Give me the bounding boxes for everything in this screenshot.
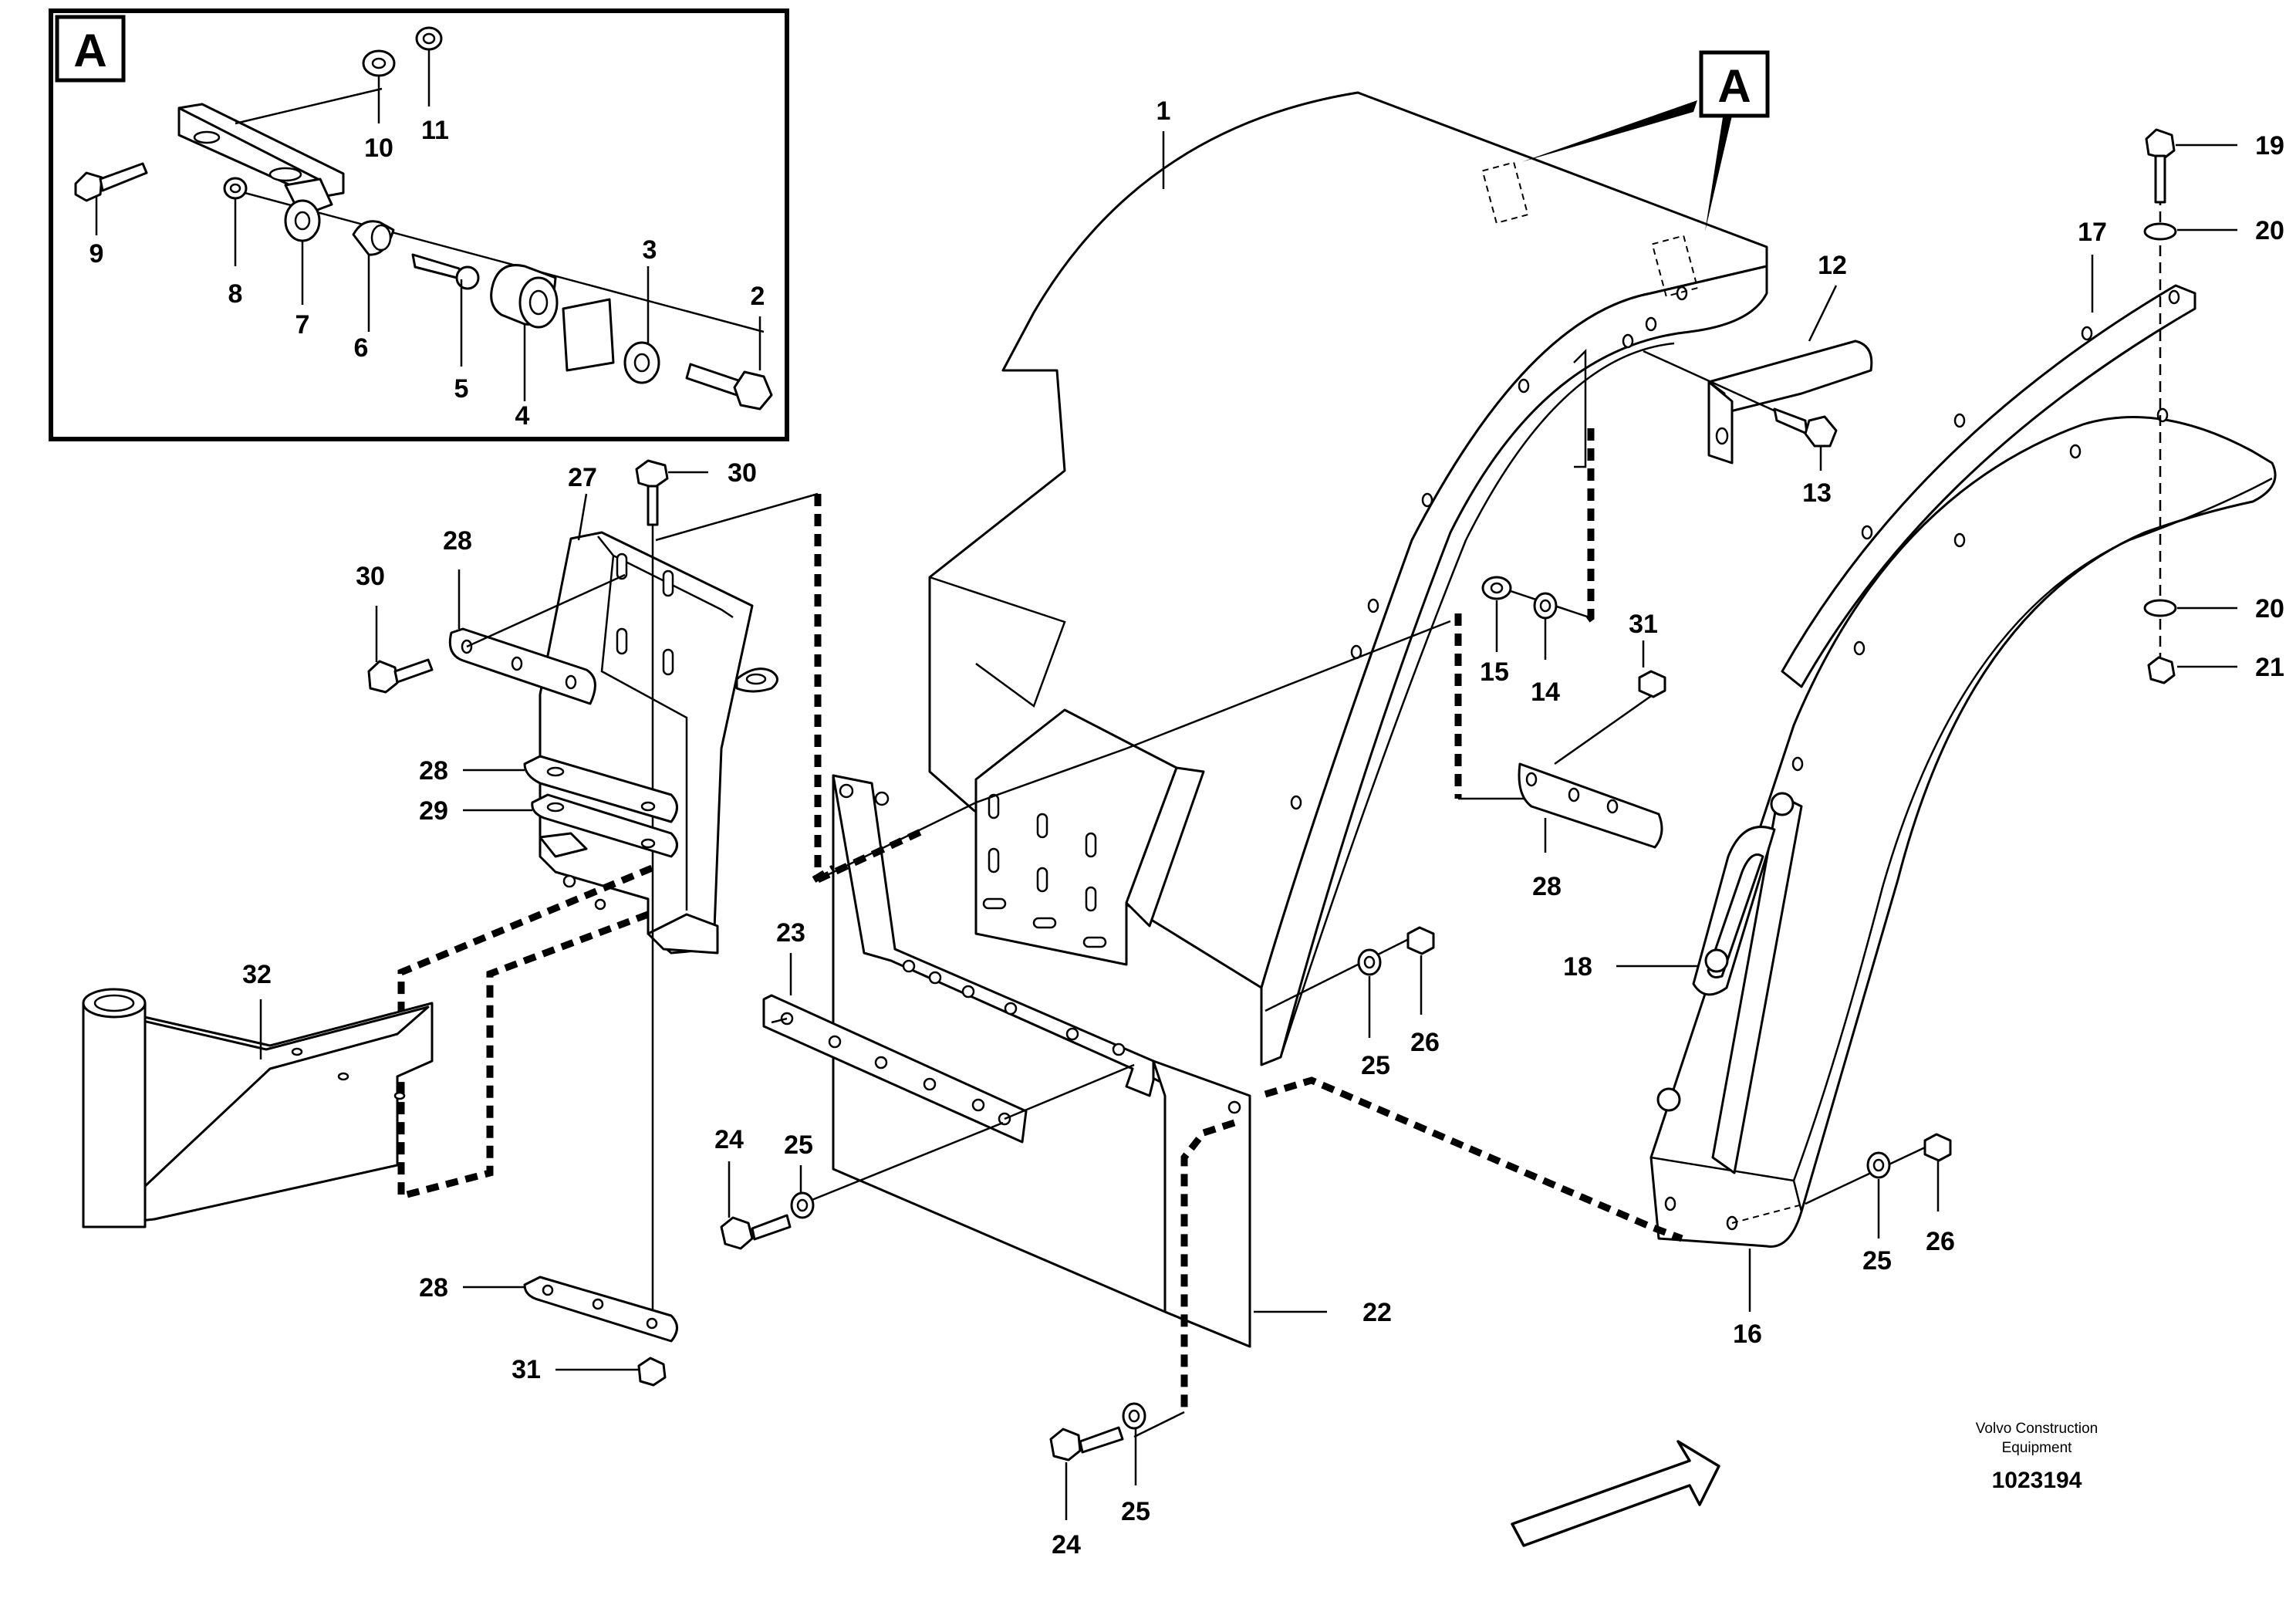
callout-29: 29 <box>419 796 448 826</box>
callout-17: 17 <box>2078 218 2107 247</box>
grab-handle-18: 18 <box>1563 792 1803 1174</box>
callout-16: 16 <box>1733 1320 1762 1349</box>
inset-washer-10 <box>362 49 396 77</box>
rubber-strip-17: 17 <box>1781 218 2196 688</box>
bolt-30-top: 30 <box>635 458 757 1312</box>
callout-30-top: 30 <box>728 458 757 488</box>
plates-28-29: 28 29 <box>419 755 678 858</box>
callout-18: 18 <box>1563 952 1592 982</box>
bolt-13: 13 <box>1643 350 1838 508</box>
callout-6: 6 <box>354 333 369 363</box>
callout-2: 2 <box>751 282 765 311</box>
callout-20b: 20 <box>2255 594 2284 623</box>
inset-tag-box <box>55 15 126 83</box>
detail-a-location-1 <box>1481 161 1529 225</box>
detail-a-location-2 <box>1651 235 1699 298</box>
hardware-28-31-middle: 31 28 <box>1454 610 1666 901</box>
inset-bushing-6 <box>352 220 395 256</box>
step-12: 12 <box>1573 251 1873 468</box>
strip-28-upper: 28 <box>443 526 626 705</box>
callout-19: 19 <box>2255 131 2284 161</box>
credit-line-2: Equipment <box>2002 1440 2073 1456</box>
callout-22: 22 <box>1362 1298 1392 1327</box>
detail-a-pointer-1 <box>1521 100 1697 162</box>
callout-25-left: 25 <box>784 1130 813 1160</box>
callout-30-left: 30 <box>356 562 385 591</box>
inset-washer-7 <box>284 199 321 242</box>
callout-1: 1 <box>1156 96 1171 126</box>
hardware-24-25-left: 24 25 <box>714 1121 1004 1250</box>
main-tag-box <box>1699 50 1770 118</box>
callout-26-right: 26 <box>1926 1227 1955 1256</box>
callout-11: 11 <box>421 116 449 145</box>
inset-axis <box>235 87 765 333</box>
hardware-24-25-bottom: 24 25 <box>1049 1076 1683 1559</box>
fender-extension-16: 16 <box>1649 407 2277 1349</box>
callout-25-bottom: 25 <box>1121 1497 1150 1526</box>
callout-7: 7 <box>295 310 310 340</box>
mudflap-22: 22 <box>832 774 1392 1348</box>
strip-23: 23 <box>762 918 1135 1144</box>
callout-15: 15 <box>1480 657 1509 687</box>
callout-31-lower: 31 <box>512 1355 541 1384</box>
callout-5: 5 <box>454 374 469 404</box>
credit-line-1: Volvo Construction <box>1976 1421 2098 1437</box>
callout-12: 12 <box>1818 251 1847 280</box>
inset-bolt-2 <box>685 363 773 411</box>
callout-27: 27 <box>568 463 597 492</box>
inset-washer-8 <box>223 177 248 200</box>
callout-10: 10 <box>364 133 393 163</box>
detail-a-pointer-2 <box>1705 116 1732 231</box>
document-number: 1023194 <box>1992 1468 2082 1493</box>
callout-28-right: 28 <box>1532 872 1562 901</box>
callout-26-upper: 26 <box>1410 1028 1440 1057</box>
inset-frame <box>49 8 789 441</box>
support-arm-32: 32 <box>82 960 434 1228</box>
callout-4: 4 <box>515 401 530 431</box>
inset-bolt-9 <box>74 162 148 202</box>
mount-bracket-27: 27 <box>539 463 819 955</box>
callout-32: 32 <box>242 960 272 989</box>
callout-24-bottom: 24 <box>1052 1530 1081 1559</box>
callout-28-mid: 28 <box>419 756 448 786</box>
callout-14: 14 <box>1531 678 1560 707</box>
main-fender-1: A 1 <box>928 50 1770 1066</box>
callout-13: 13 <box>1802 478 1832 508</box>
inset-leaders <box>95 49 761 401</box>
callout-9: 9 <box>89 239 104 269</box>
inset-nut-11 <box>415 26 443 51</box>
inset-plate-3 <box>562 298 615 372</box>
main-tag-label: A <box>1717 60 1751 112</box>
direction-arrow-icon <box>1511 1440 1720 1547</box>
hardware-25-26-lower: 25 26 <box>1805 1133 1955 1276</box>
bolt-stack-19-21: 19 20 20 21 <box>2143 128 2284 684</box>
hardware-14-15: 15 14 <box>1480 428 1595 707</box>
callout-8: 8 <box>228 279 243 309</box>
inset-washer-3b <box>623 341 660 384</box>
inset-rubber-4 <box>490 264 559 329</box>
inset-tag-label: A <box>73 25 106 76</box>
callout-23: 23 <box>776 918 805 948</box>
callout-31-right: 31 <box>1629 610 1658 639</box>
hardware-25-26-upper: 25 26 <box>1264 926 1440 1080</box>
callout-25-upper: 25 <box>1361 1051 1390 1080</box>
inset-bracket <box>177 103 345 218</box>
callout-28-lower: 28 <box>419 1273 448 1303</box>
callout-20a: 20 <box>2255 216 2284 245</box>
callout-3: 3 <box>643 235 657 265</box>
dashed-routing-left <box>397 494 927 1201</box>
callout-21: 21 <box>2255 653 2284 682</box>
bolt-30-left: 30 <box>356 562 434 694</box>
callout-25-right: 25 <box>1862 1246 1892 1276</box>
callout-24-left: 24 <box>714 1125 744 1154</box>
callout-28-upper: 28 <box>443 526 472 556</box>
hardware-28-31-lower: 28 31 <box>419 1273 678 1387</box>
detail-a-inset: A <box>49 8 789 441</box>
